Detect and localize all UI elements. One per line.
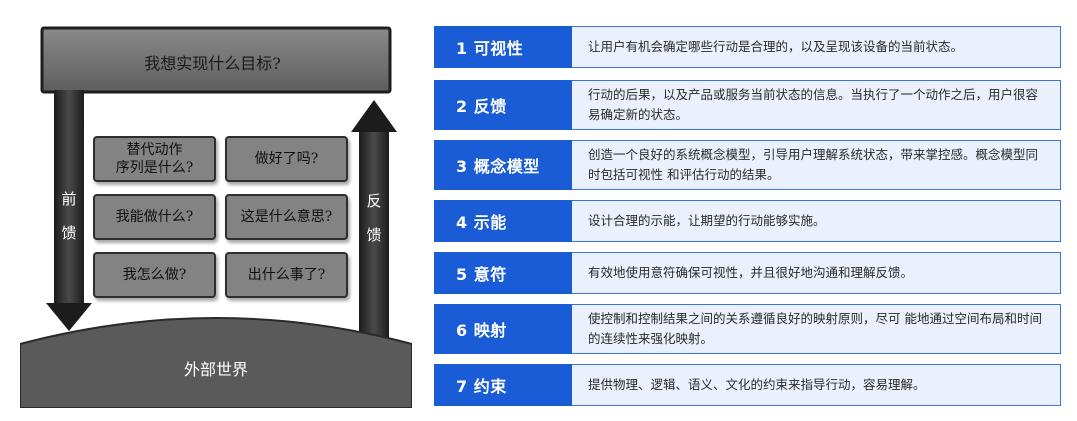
principle-description: 行动的后果，以及产品或服务当前状态的信息。当执行了一个动作之后，用户很容易确定新… — [572, 80, 1061, 130]
principle-title: 2 反馈 — [434, 80, 572, 130]
feedback-char-2: 馈 — [366, 226, 382, 244]
world-text: 外部世界 — [183, 360, 248, 379]
principle-description: 使控制和控制结果之间的关系遵循良好的映射原则，尽可 能地通过空间布局和时间的连续… — [572, 304, 1061, 354]
principle-row: 6 映射 使控制和控制结果之间的关系遵循良好的映射原则，尽可 能地通过空间布局和… — [434, 304, 1061, 354]
principle-title: 1 可视性 — [434, 26, 572, 68]
diagram-graphic — [20, 26, 412, 408]
feedback-arrow-shaft — [359, 128, 389, 340]
principle-title: 3 概念模型 — [434, 140, 572, 190]
principle-description: 让用户有机会确定哪些行动是合理的，以及呈现该设备的当前状态。 — [572, 26, 1061, 68]
principle-description: 有效地使用意符确保可视性，并且很好地沟通和理解反馈。 — [572, 252, 1061, 294]
principle-row: 5 意符 有效地使用意符确保可视性，并且很好地沟通和理解反馈。 — [434, 252, 1061, 294]
question-is-it-ok: 做好了吗? — [225, 136, 348, 182]
world-mound — [20, 317, 412, 408]
principle-title: 5 意符 — [434, 252, 572, 294]
question-what-can-i-do: 我能做什么? — [93, 194, 216, 240]
principle-title: 6 映射 — [434, 304, 572, 354]
principle-row: 2 反馈 行动的后果，以及产品或服务当前状态的信息。当执行了一个动作之后，用户很… — [434, 80, 1061, 130]
question-what-happened: 出什么事了? — [225, 252, 348, 298]
feedforward-char-1: 前 — [61, 190, 77, 208]
feedforward-arrow-head — [46, 303, 92, 331]
principle-description: 提供物理、逻辑、语义、文化的约束来指导行动，容易理解。 — [572, 364, 1061, 406]
principle-description: 设计合理的示能，让期望的行动能够实施。 — [572, 200, 1061, 242]
feedback-char-1: 反 — [366, 192, 382, 210]
question-how-do-i-do-it: 我怎么做? — [93, 252, 216, 298]
principle-row: 1 可视性 让用户有机会确定哪些行动是合理的，以及呈现该设备的当前状态。 — [434, 26, 1061, 68]
question-action-sequence: 替代动作 序列是什么? — [93, 136, 216, 182]
feedforward-label: 前 馈 — [59, 182, 79, 250]
principle-row: 7 约束 提供物理、逻辑、语义、文化的约束来指导行动，容易理解。 — [434, 364, 1061, 406]
principle-title: 7 约束 — [434, 364, 572, 406]
feedforward-arrow-shaft — [54, 90, 84, 305]
action-cycle-diagram: 我想实现什么目标? 前 馈 反 馈 替代动作 序列是什么? 做好了吗? 我能做什… — [20, 24, 412, 408]
principle-description: 创造一个良好的系统概念模型，引导用户理解系统状态，带来掌控感。概念模型同时包括可… — [572, 140, 1061, 190]
principle-row: 3 概念模型 创造一个良好的系统概念模型，引导用户理解系统状态，带来掌控感。概念… — [434, 140, 1061, 190]
feedforward-char-2: 馈 — [61, 224, 77, 242]
principle-row: 4 示能 设计合理的示能，让期望的行动能够实施。 — [434, 200, 1061, 242]
goal-bar — [40, 26, 392, 94]
principle-title: 4 示能 — [434, 200, 572, 242]
goal-text: 我想实现什么目标? — [144, 54, 281, 73]
question-what-does-it-mean: 这是什么意思? — [225, 194, 348, 240]
feedback-label: 反 馈 — [364, 184, 384, 252]
feedback-arrow-head — [351, 100, 397, 132]
